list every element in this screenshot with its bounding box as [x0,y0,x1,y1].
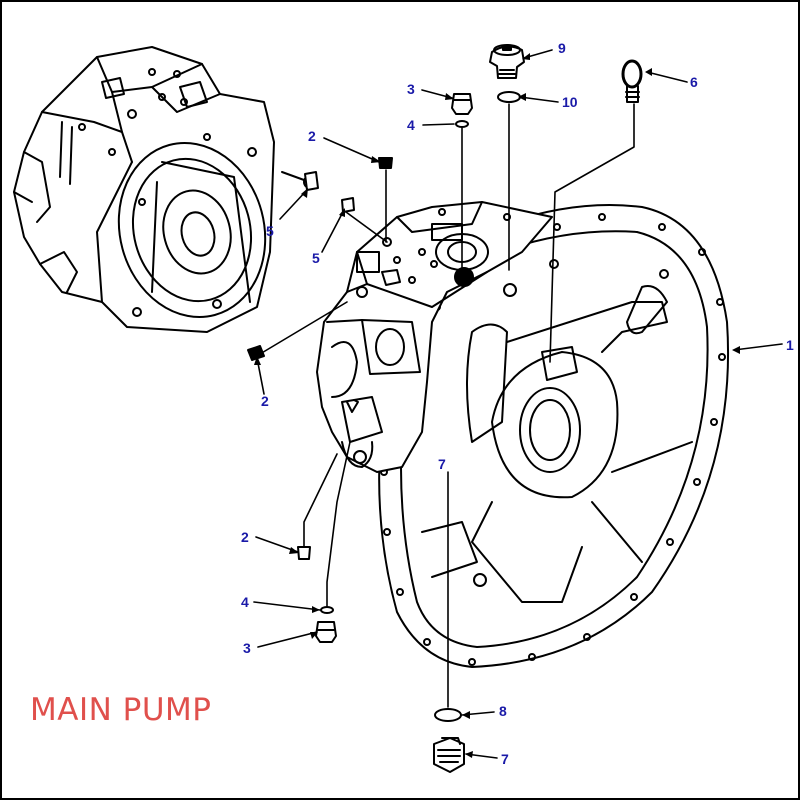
part-7-drain-plug [433,737,465,773]
part-8-o-ring [434,708,462,722]
part-4-low-o-ring [320,606,334,614]
callout-4-low: 4 [241,594,249,610]
callout-2-low: 2 [241,529,249,545]
diagram-title: MAIN PUMP [30,692,212,728]
callout-3-low: 3 [243,640,251,656]
callout-8: 8 [499,703,507,719]
part-2-low-plug [297,546,311,560]
main-pump-body [316,201,553,473]
assembly-lines [259,103,635,708]
part-4-top-o-ring [455,120,469,128]
part-9-plug [489,44,525,79]
callout-4-top: 4 [407,117,415,133]
part-5-upper-plug [304,171,319,191]
flywheel-housing [378,204,730,668]
part-10-o-ring [497,91,521,103]
callout-1: 1 [786,337,794,353]
part-3-low-plug [315,621,337,643]
callout-10: 10 [562,94,578,110]
pump-assembly-reference-view [13,46,317,333]
callout-5-left: 5 [266,223,274,239]
part-2-top-plug [378,157,393,169]
callout-7-bottom: 7 [501,751,509,767]
callout-2-top: 2 [308,128,316,144]
leader-arrowheads [254,53,740,758]
callout-3-top: 3 [407,81,415,97]
part-2-mid-plug [247,345,265,361]
part-6-eye-bolt [621,59,643,103]
callout-7-mid: 7 [438,456,446,472]
callout-9: 9 [558,40,566,56]
callout-2-mid: 2 [261,393,269,409]
part-3-top-plug [451,93,473,115]
callout-6: 6 [690,74,698,90]
callout-5-right: 5 [312,250,320,266]
